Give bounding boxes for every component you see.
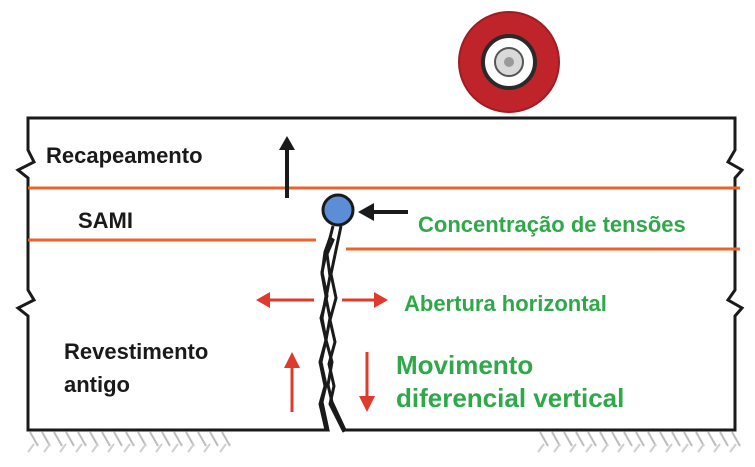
stress-pointer-arrow — [358, 203, 408, 221]
old-pavement-label-line1: Revestimento — [64, 339, 209, 364]
crack — [318, 225, 346, 433]
vertical-movement-label-line1: Movimento — [396, 350, 534, 380]
ground-hatch-left — [27, 431, 231, 453]
ground-hatch-right — [537, 431, 741, 453]
vertical-movement-arrows — [284, 352, 375, 412]
upward-stress-arrow — [279, 136, 295, 198]
vertical-movement-label-line2: diferencial vertical — [396, 383, 625, 413]
overlay-label: Recapeamento — [46, 143, 203, 168]
wheel-icon — [458, 11, 560, 113]
pavement-outline — [15, 116, 745, 432]
horizontal-opening-arrows — [256, 292, 388, 308]
stress-concentration-label: Concentração de tensões — [418, 212, 686, 237]
sami-label: SAMI — [78, 208, 133, 233]
stress-concentration-point — [321, 193, 355, 227]
horizontal-opening-label: Abertura horizontal — [404, 291, 607, 316]
old-pavement-label-line2: antigo — [64, 372, 130, 397]
